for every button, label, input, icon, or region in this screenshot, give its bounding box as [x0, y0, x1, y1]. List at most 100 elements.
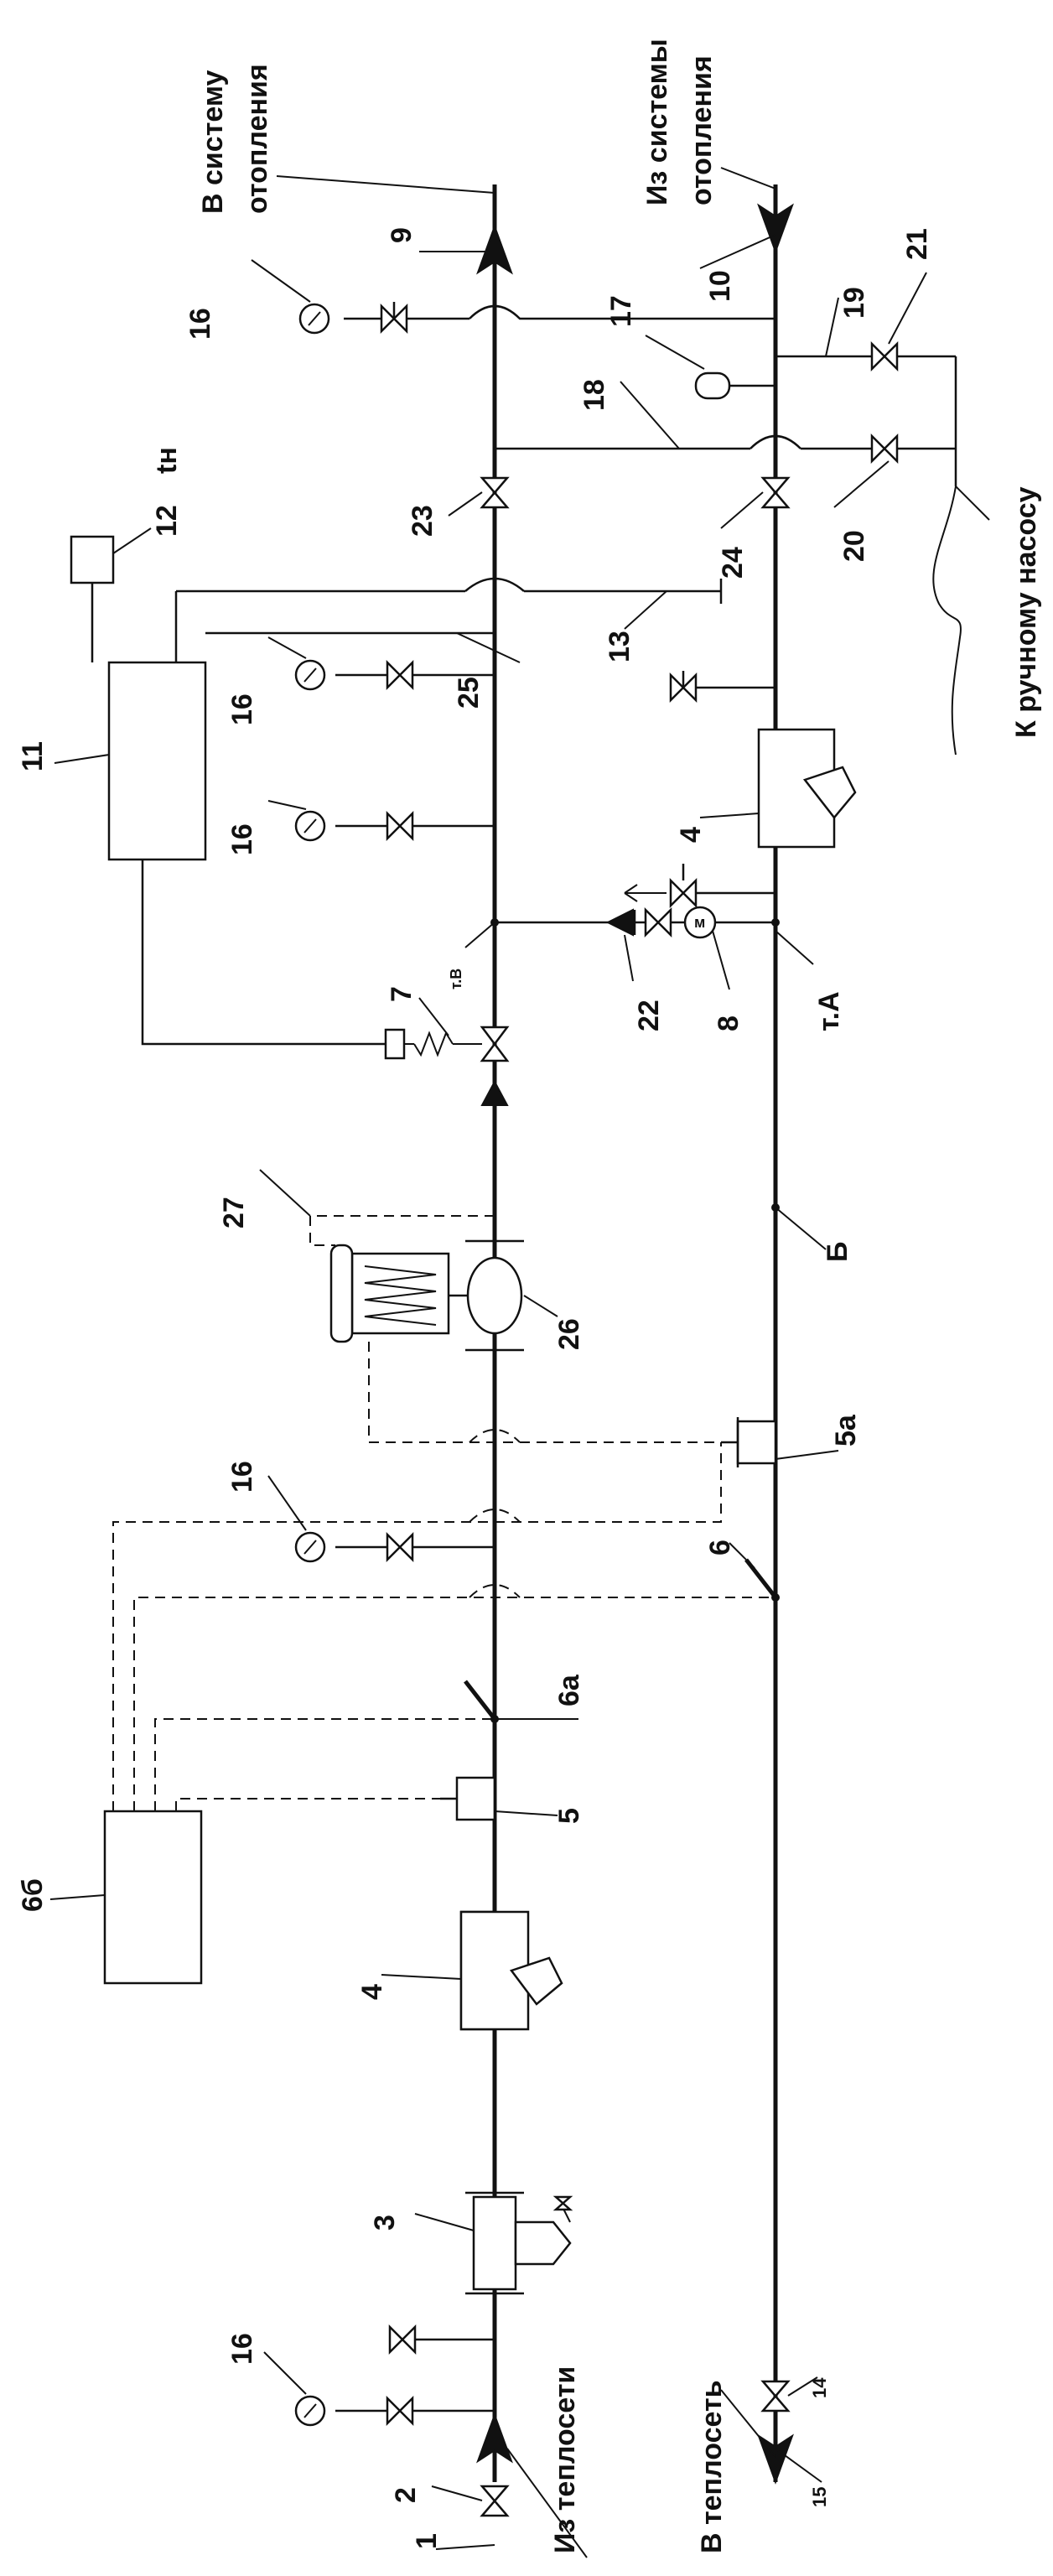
valve-21: 21	[870, 228, 956, 372]
title-from-heating: Из системы отопления	[641, 39, 776, 205]
thermometer-17: 17	[605, 295, 775, 400]
pressure-gauge-16-top: 16	[184, 259, 469, 340]
svg-text:26: 26	[553, 1318, 585, 1350]
title-to-heating-line1: В систему	[197, 70, 229, 214]
label-25: 25	[453, 677, 485, 709]
svg-text:5: 5	[553, 1808, 585, 1824]
svg-text:16: 16	[226, 1461, 258, 1493]
svg-text:20: 20	[838, 530, 870, 562]
regulator-7: 7	[384, 986, 510, 1106]
svg-text:4: 4	[675, 827, 707, 843]
line-19: 19	[775, 287, 872, 358]
impulse-line-26-5a	[368, 1342, 721, 1443]
filter-3: 3	[369, 2191, 573, 2295]
svg-text:16: 16	[226, 2333, 258, 2365]
svg-text:12: 12	[151, 505, 183, 537]
svg-text:23: 23	[407, 505, 438, 537]
svg-text:19: 19	[838, 287, 870, 319]
svg-text:м: м	[694, 914, 705, 931]
label-1: 1	[411, 2533, 495, 2550]
title-from-heating-line1: Из системы	[641, 39, 673, 205]
heat-calculator-6b: 6б	[17, 1810, 203, 1985]
svg-text:т.А: т.А	[813, 991, 845, 1031]
label-13: 13	[604, 631, 635, 662]
label-27: 27	[218, 1197, 250, 1228]
mud-trap-4-return: 4	[675, 728, 857, 849]
svg-text:1: 1	[411, 2533, 443, 2549]
impulse-line-5	[175, 1798, 440, 1811]
svg-text:22: 22	[633, 1000, 665, 1031]
svg-text:Из теплосети: Из теплосети	[549, 2366, 581, 2553]
svg-text:4: 4	[356, 1984, 388, 2000]
flowmeter-6: 6	[704, 1540, 780, 1602]
svg-text:14: 14	[809, 2377, 830, 2398]
svg-text:8: 8	[713, 1015, 744, 1031]
drain-valve-return-bottom	[624, 864, 775, 909]
valve-20: 20	[833, 433, 956, 562]
bypass-18: 18	[495, 379, 855, 450]
title-to-heating: В систему отопления	[197, 64, 495, 214]
svg-text:16: 16	[226, 693, 258, 725]
impulse-line-6	[133, 1597, 775, 1811]
point-B: т.В	[448, 922, 495, 989]
svg-text:2: 2	[390, 2487, 422, 2503]
pressure-gauge-16-bottom: 16	[226, 2333, 495, 2427]
svg-text:6: 6	[704, 1540, 736, 1555]
svg-text:К ручному насосу: К ручному насосу	[1010, 486, 1042, 738]
svg-text:tн: tн	[151, 447, 183, 474]
svg-text:16: 16	[184, 308, 216, 340]
svg-text:15: 15	[809, 2487, 830, 2507]
label-10: 10	[699, 234, 776, 302]
svg-text:6а: 6а	[553, 1674, 585, 1706]
pressure-regulator-5: 5	[440, 1774, 585, 1824]
pressure-gauge-16-mid2: 16	[226, 800, 495, 855]
mud-trap-4-supply: 4	[356, 1910, 563, 2031]
supply-inlet-arrow-icon	[476, 2412, 513, 2464]
flowmeter-6a: 6а	[464, 1674, 585, 1723]
svg-text:24: 24	[717, 547, 749, 579]
point-B-return: Б	[771, 1203, 853, 1262]
svg-text:10: 10	[704, 270, 736, 302]
return-inlet-arrow-icon	[757, 203, 794, 254]
title-to-heating-line2: отопления	[241, 64, 273, 214]
svg-text:В теплосеть: В теплосеть	[696, 2381, 728, 2554]
svg-text:Б: Б	[822, 1242, 853, 1262]
pump-hose	[932, 486, 962, 756]
impulse-line-27	[309, 1215, 495, 1246]
svg-text:3: 3	[369, 2215, 401, 2231]
title-from-heating-line2: отопления	[686, 55, 718, 205]
supply-outlet-arrow-icon	[476, 224, 513, 275]
label-9: 9	[386, 227, 495, 252]
valve-24: 24	[717, 476, 791, 579]
svg-text:21: 21	[901, 228, 933, 260]
title-to-pump: К ручному насосу	[955, 486, 1042, 738]
impulse-line-6a	[154, 1718, 495, 1811]
sensor-12: 12 tн	[70, 447, 183, 662]
valve-23: 23	[407, 476, 510, 537]
pressure-gauge-16-mid1: 16	[226, 636, 495, 725]
svg-text:7: 7	[386, 986, 418, 1002]
pressure-regulator-5a: 5а	[721, 1414, 862, 1467]
title-from-network: Из теплосети	[506, 2366, 588, 2558]
svg-text:6б: 6б	[17, 1878, 49, 1912]
drain-valve-return-top	[669, 671, 775, 704]
title-to-network: В теплосеть	[696, 2381, 776, 2554]
check-valve-22: 22	[605, 906, 672, 1031]
svg-text:5а: 5а	[830, 1414, 862, 1446]
svg-text:9: 9	[386, 227, 418, 243]
svg-text:18: 18	[578, 379, 610, 411]
impulse-line-5a	[112, 1442, 722, 1811]
pressure-gauge-16-lower: 16	[226, 1461, 495, 1563]
pump-8: м 8	[683, 906, 744, 1031]
svg-text:11: 11	[17, 741, 49, 771]
controller-11: 11	[17, 661, 207, 861]
drain-valve-filter	[388, 2324, 495, 2355]
shutoff-valve-2: 2	[390, 2485, 510, 2517]
svg-text:т.В: т.В	[448, 969, 464, 989]
shutoff-valve-14: 14	[760, 2376, 830, 2412]
controller-to-regulator	[141, 860, 386, 1046]
label-15: 15	[775, 2448, 830, 2507]
point-A: т.А	[775, 930, 845, 1031]
svg-text:17: 17	[605, 295, 637, 327]
